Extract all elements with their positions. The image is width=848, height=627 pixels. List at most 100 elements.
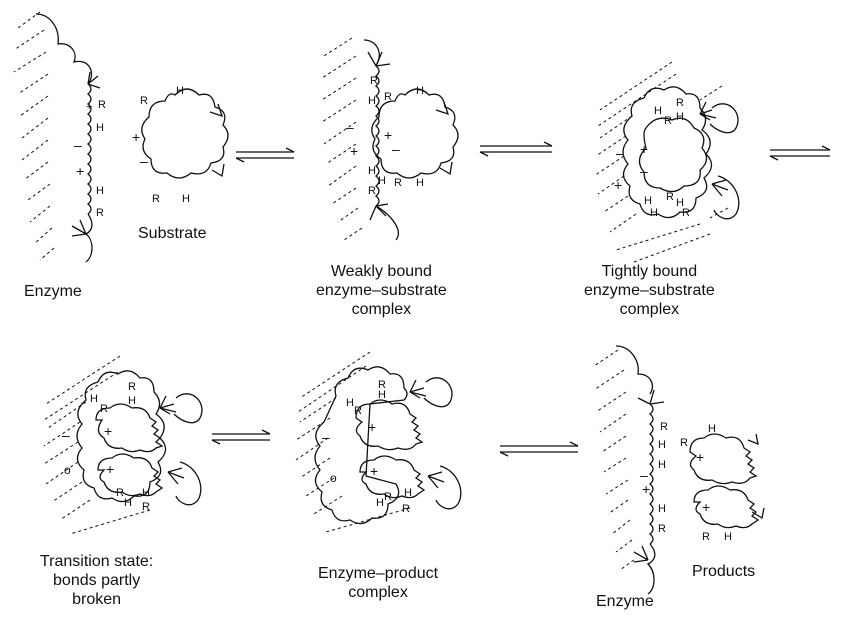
caption-products: Products — [692, 562, 755, 581]
complex-label-plus: + — [640, 141, 648, 157]
ts-label-r: R — [128, 381, 136, 393]
ep-label-h: H — [404, 487, 412, 499]
caption-tightly-bound: Tightly bound enzyme–substrate complex — [584, 262, 715, 319]
complex-label-h: H — [654, 105, 662, 117]
ts-label-plus: + — [104, 423, 112, 439]
complex-label-minus: – — [392, 141, 400, 157]
product-molecules — [689, 433, 765, 529]
complex-label-h: H — [378, 175, 386, 187]
ts-label-r: R — [100, 403, 108, 415]
equilibrium-arrow-2 — [479, 141, 553, 157]
caption-transition-state: Transition state: bonds partly broken — [40, 552, 153, 609]
enzyme-label-h: H — [96, 122, 104, 134]
weakly-bound-complex — [321, 37, 459, 241]
caption-line: Enzyme–product — [318, 565, 439, 582]
ep-label-r: R — [354, 405, 362, 417]
ep-label-plus: + — [370, 463, 378, 479]
enzyme-label-r: R — [96, 207, 104, 219]
enzyme-label-minus: – — [640, 467, 648, 483]
equilibrium-arrow-5 — [499, 441, 579, 457]
caption-line: Transition state: — [40, 553, 154, 570]
complex-label-h: H — [676, 197, 684, 209]
complex-label-plus: + — [350, 143, 358, 159]
complex-label-plus: + — [384, 127, 392, 143]
enzyme-label-h: H — [658, 439, 666, 451]
complex-label-h: H — [368, 95, 376, 107]
enzyme-label-plus: + — [642, 481, 650, 497]
caption-substrate: Substrate — [138, 224, 206, 243]
complex-label-h: H — [416, 85, 424, 97]
enzyme-label-r: R — [98, 99, 106, 111]
substrate-label-minus: – — [140, 153, 148, 169]
ep-label-r: R — [384, 491, 392, 503]
transition-state-complex — [43, 355, 203, 535]
complex-label-r: R — [664, 115, 672, 127]
enzyme-label-h: H — [658, 459, 666, 471]
caption-line: Enzyme — [596, 593, 654, 610]
complex-label-minus: – — [640, 163, 648, 179]
caption-line: broken — [72, 591, 122, 608]
enzyme-label-minus: – — [74, 137, 82, 153]
caption-line: complex — [619, 301, 680, 318]
substrate-label-h: H — [182, 193, 190, 205]
ts-label-h: H — [142, 487, 150, 499]
complex-label-minus: – — [346, 119, 354, 135]
equilibrium-arrow-3 — [769, 145, 831, 161]
ts-label-zero: o — [64, 463, 71, 477]
complex-label-r: R — [370, 75, 378, 87]
caption-line: enzyme–substrate — [584, 282, 715, 299]
caption-line: enzyme–substrate — [316, 282, 447, 299]
ep-label-h: H — [376, 497, 384, 509]
ep-label-r: R — [378, 379, 386, 391]
enzyme-label-r: R — [660, 421, 668, 433]
enzyme-label-h: H — [96, 185, 104, 197]
enzyme-label-r: R — [658, 523, 666, 535]
enzyme-label-plus: + — [86, 101, 92, 113]
caption-weakly-bound: Weakly bound enzyme–substrate complex — [316, 262, 447, 319]
product-label-r: R — [702, 531, 710, 543]
ts-label-h: H — [124, 497, 132, 509]
complex-label-h: H — [368, 165, 376, 177]
ep-label-r: R — [402, 503, 410, 515]
ts-label-h: H — [90, 393, 98, 405]
caption-line: complex — [348, 584, 408, 601]
product-label-h: H — [724, 531, 732, 543]
tightly-bound-complex — [593, 61, 740, 263]
complex-label-r: R — [666, 191, 674, 203]
caption-line: Products — [692, 563, 756, 580]
caption-enzyme-top: Enzyme — [24, 282, 82, 301]
complex-label-h: H — [650, 207, 658, 219]
ts-label-h: H — [128, 395, 136, 407]
ts-label-r: R — [116, 487, 124, 499]
substrate-label-h: H — [176, 85, 184, 97]
caption-line: Tightly bound — [601, 263, 698, 280]
equilibrium-arrow-4 — [211, 429, 271, 445]
substrate-label-r: R — [152, 193, 160, 205]
complex-label-r: R — [394, 177, 402, 189]
substrate-molecule — [141, 88, 229, 179]
enzyme-label-plus: + — [76, 163, 84, 179]
enzyme-surface-top — [13, 11, 101, 263]
caption-line: complex — [351, 301, 412, 318]
product-label-h: H — [708, 423, 716, 435]
ts-label-minus: – — [62, 427, 70, 443]
caption-line: Substrate — [138, 225, 207, 242]
ep-label-h: H — [378, 389, 386, 401]
complex-label-plus: + — [614, 177, 622, 193]
caption-enzyme-product: Enzyme–product complex — [318, 564, 438, 602]
ep-label-zero: o — [330, 471, 337, 485]
enzyme-surface-bottom — [593, 345, 665, 595]
caption-enzyme-bottom: Enzyme — [596, 592, 654, 611]
ts-label-plus: + — [106, 461, 114, 477]
caption-line: Enzyme — [24, 283, 82, 300]
complex-label-r: R — [676, 97, 684, 109]
product-label-r: R — [680, 437, 688, 449]
complex-label-h: H — [676, 111, 684, 123]
complex-label-h: H — [644, 195, 652, 207]
enzyme-label-h: H — [658, 503, 666, 515]
equilibrium-arrow-1 — [235, 147, 295, 163]
complex-label-r: R — [368, 185, 376, 197]
ep-label-h: H — [346, 397, 354, 409]
complex-label-r: R — [384, 91, 392, 103]
